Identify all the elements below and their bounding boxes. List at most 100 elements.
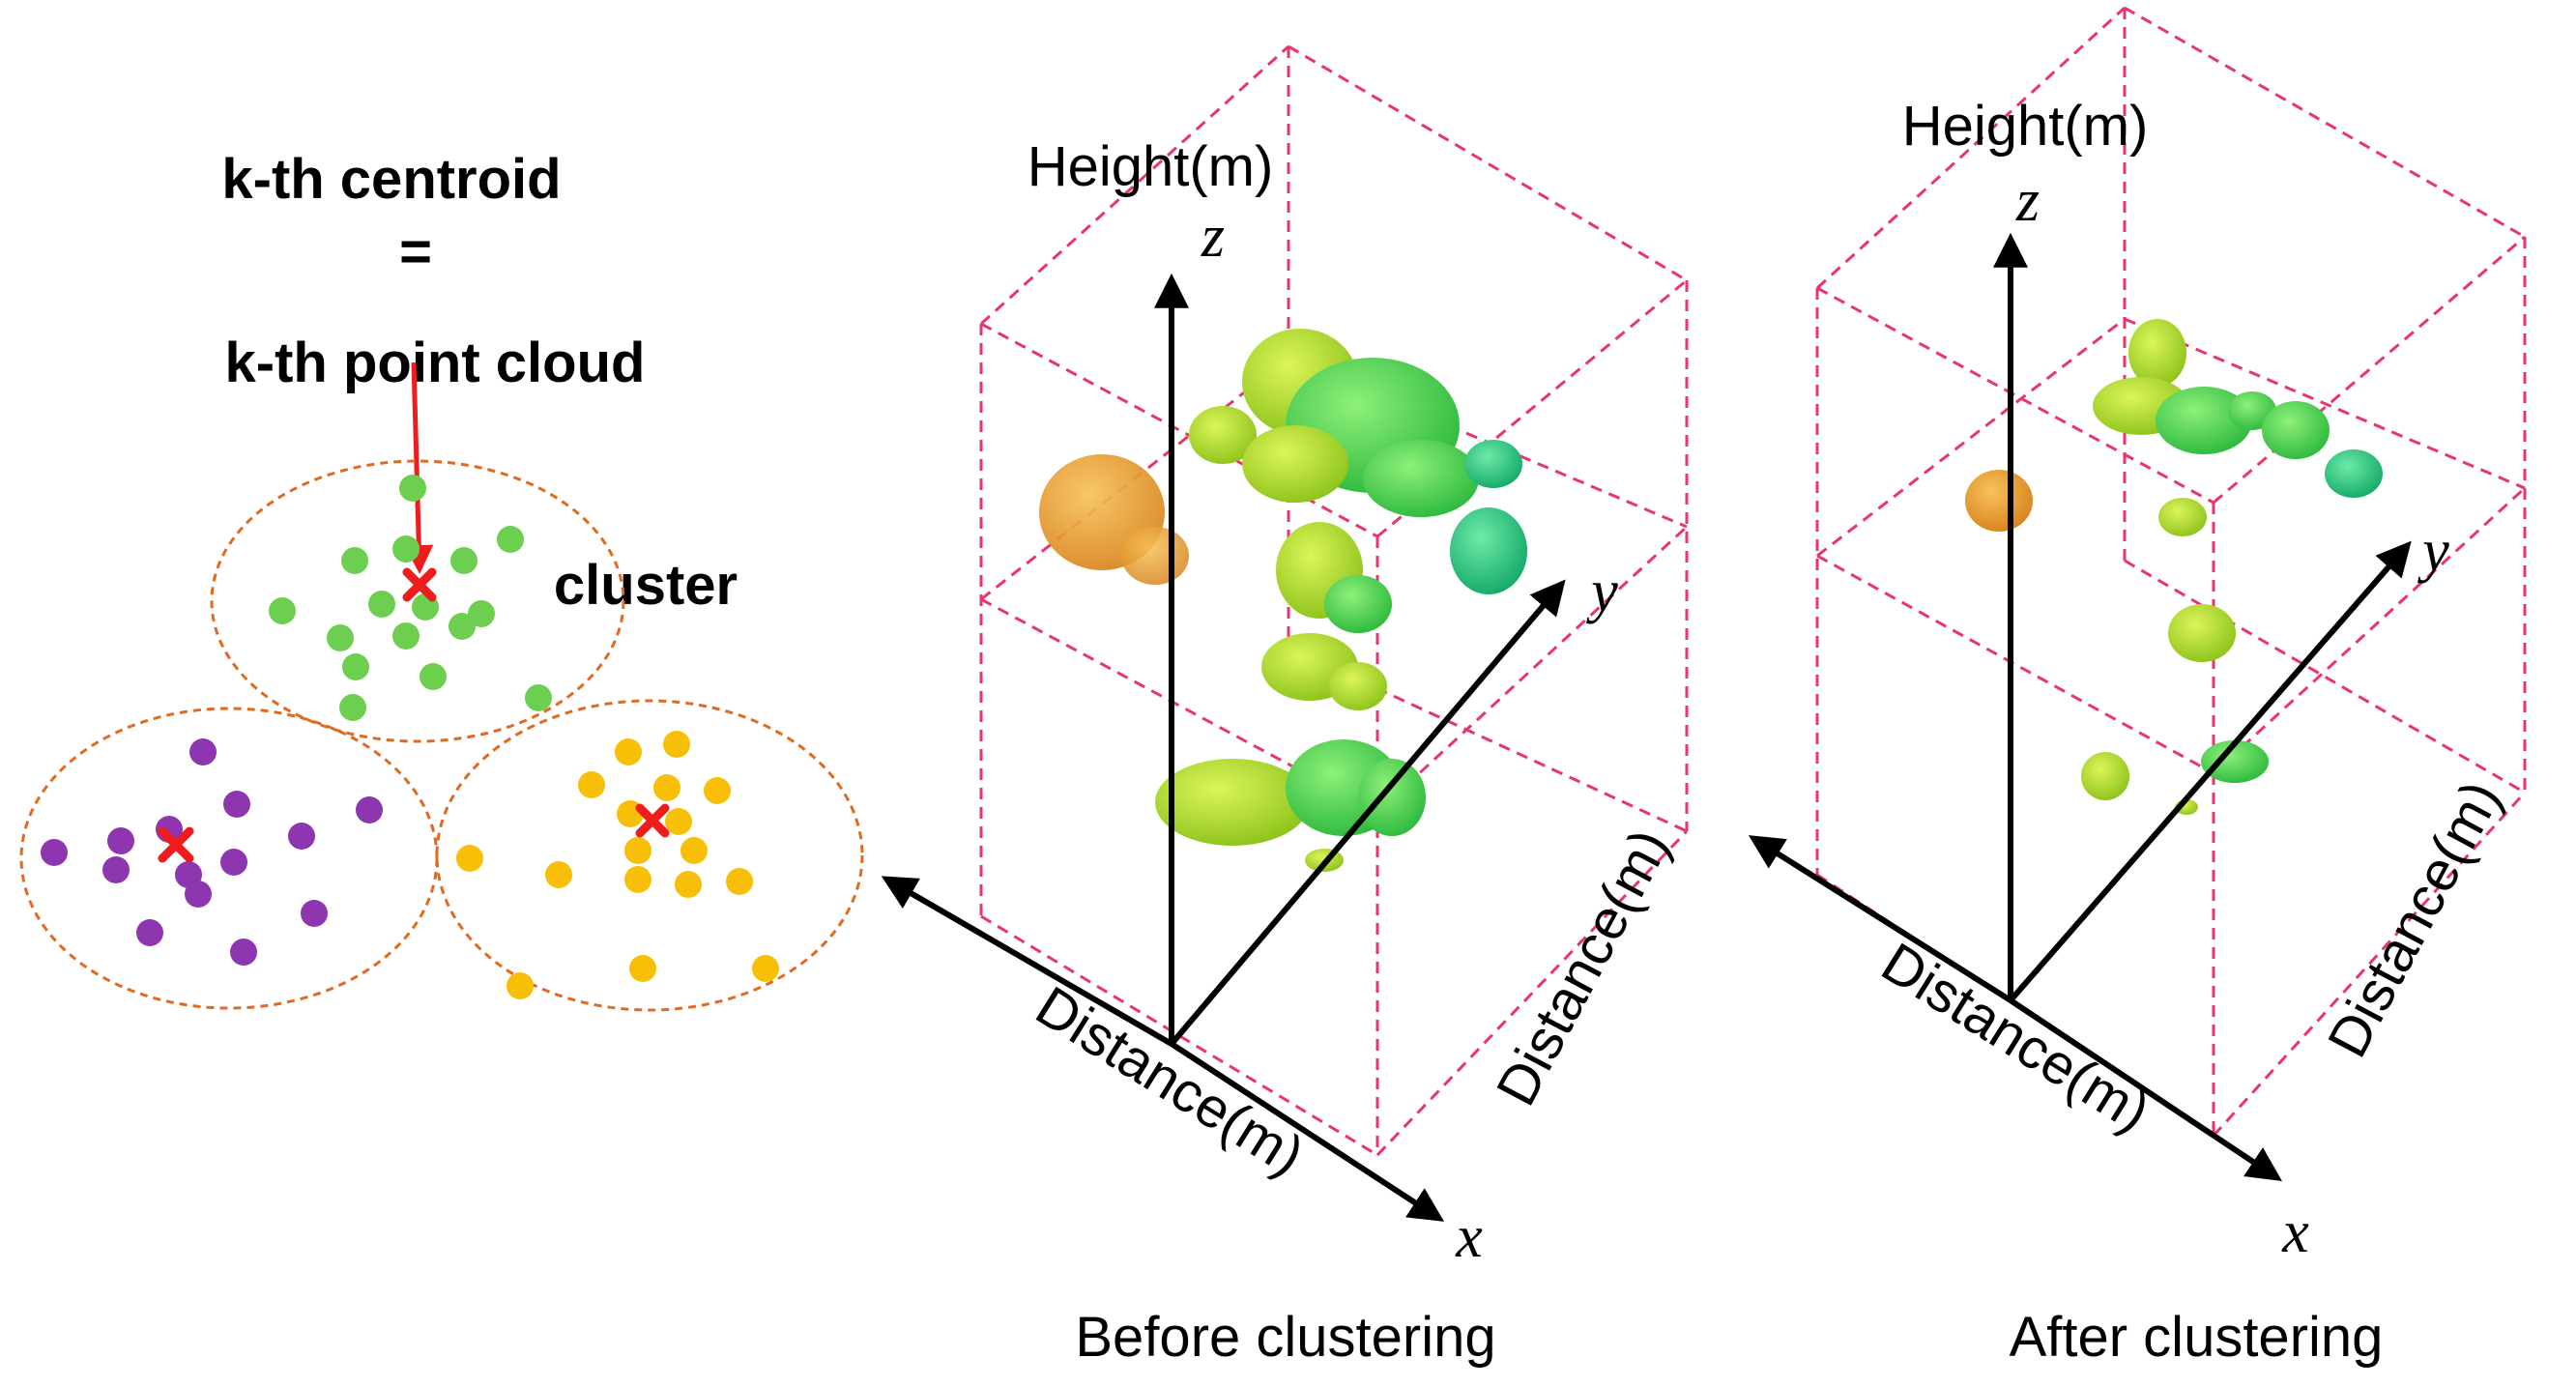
data-point [468,600,495,627]
blob-teal [1450,507,1527,594]
blob-yellowgreen [1189,406,1257,464]
data-point [102,856,130,883]
cluster-ellipse-purple [19,707,439,1010]
blob-orange [1965,470,2033,532]
axes [1748,232,2412,1181]
data-point [136,919,163,946]
kmeans-illustration: k-th centroid = k-th point cloud cluster [19,148,864,1012]
blob-yellowgreen [2168,604,2236,662]
data-point [399,475,426,502]
data-point [675,871,702,898]
blob-teal [2325,449,2383,498]
data-point [341,547,368,574]
data-point [456,845,483,872]
data-point [269,597,296,624]
point-clusters [1039,329,1527,872]
distance-y-label: Distance(m) [1485,820,1682,1116]
data-point [752,955,779,982]
data-point [665,808,692,835]
data-point [653,774,680,801]
centroid-marker-yellow [635,803,670,838]
z-axis-label: z [2015,168,2040,234]
distance-y-label: Distance(m) [2316,771,2513,1068]
x-axis-label: x [1455,1204,1483,1270]
centroid-marker-purple [158,826,194,863]
data-point [189,738,217,766]
data-point [420,663,447,690]
before-clustering-panel: Height(m) z y x Distance(m) Distance(m) … [881,44,1689,1369]
z-axis-label: z [1201,204,1225,270]
data-point [704,777,731,804]
data-point [497,526,524,553]
blob-orange [1121,527,1189,585]
blob-yellowgreen [1155,759,1310,846]
y-axis [1169,579,1566,1046]
data-point [449,613,476,640]
data-point [680,837,708,864]
blob-green [2201,740,2269,783]
data-point [624,866,651,893]
blob-yellowgreen [2158,498,2207,536]
pointer-arrow [404,361,434,574]
cluster-ellipse-yellow [435,699,864,1012]
y-axis [2008,540,2412,1002]
height-label: Height(m) [1028,135,1274,198]
green-points [269,475,552,721]
after-clustering-panel: Height(m) z y x Distance(m) Distance(m) … [1748,6,2527,1369]
x-axis [1170,1041,1445,1222]
data-point [663,731,690,758]
before-caption: Before clustering [1075,1306,1495,1369]
blob-green [1242,425,1348,503]
y-axis-label: y [1585,559,1618,624]
blob-teal [1464,440,1522,488]
axes [881,273,1566,1222]
blob-yellowgreen [2081,752,2129,800]
x-axis [2009,997,2282,1181]
blob-yellowgreen [1324,575,1392,633]
data-point [185,881,212,908]
data-point [288,823,315,850]
data-point [450,547,478,574]
x-axis-neg [881,876,1173,1047]
data-point [726,868,753,895]
equals-label: = [399,220,432,283]
x-axis-label: x [2281,1199,2309,1265]
blob-teal [1363,440,1479,517]
height-label: Height(m) [1902,95,2149,158]
distance-x-label: Distance(m) [1871,931,2161,1144]
data-point [230,939,257,966]
point-cloud-label: k-th point cloud [225,332,646,394]
data-point [392,622,420,650]
centroid-label: k-th centroid [221,148,561,211]
data-point [615,738,642,766]
data-point [220,849,247,876]
blob-green [2156,387,2252,454]
y-axis-label: y [2417,518,2449,584]
data-point [223,791,250,818]
data-point [327,624,354,651]
blob-yellowgreen [1329,662,1387,710]
data-point [356,796,383,824]
cluster-label: cluster [554,554,738,617]
data-point [392,535,420,563]
data-point [301,900,328,927]
data-point [525,684,552,711]
point-clusters [1965,319,2383,815]
data-point [629,955,656,982]
blob-green [2262,401,2330,459]
after-caption: After clustering [2010,1306,2384,1369]
cluster-ellipse-green [210,459,625,743]
data-point [368,591,395,618]
data-point [342,653,369,680]
purple-points [41,738,383,966]
data-point [41,839,68,866]
data-point [624,837,651,864]
data-point [339,694,366,721]
yellow-points [456,731,779,999]
centroid-marker-green [402,567,437,602]
data-point [578,771,605,798]
blob-yellowgreen [2128,319,2186,387]
data-point [107,827,134,854]
x-axis-neg [1748,835,2012,1003]
